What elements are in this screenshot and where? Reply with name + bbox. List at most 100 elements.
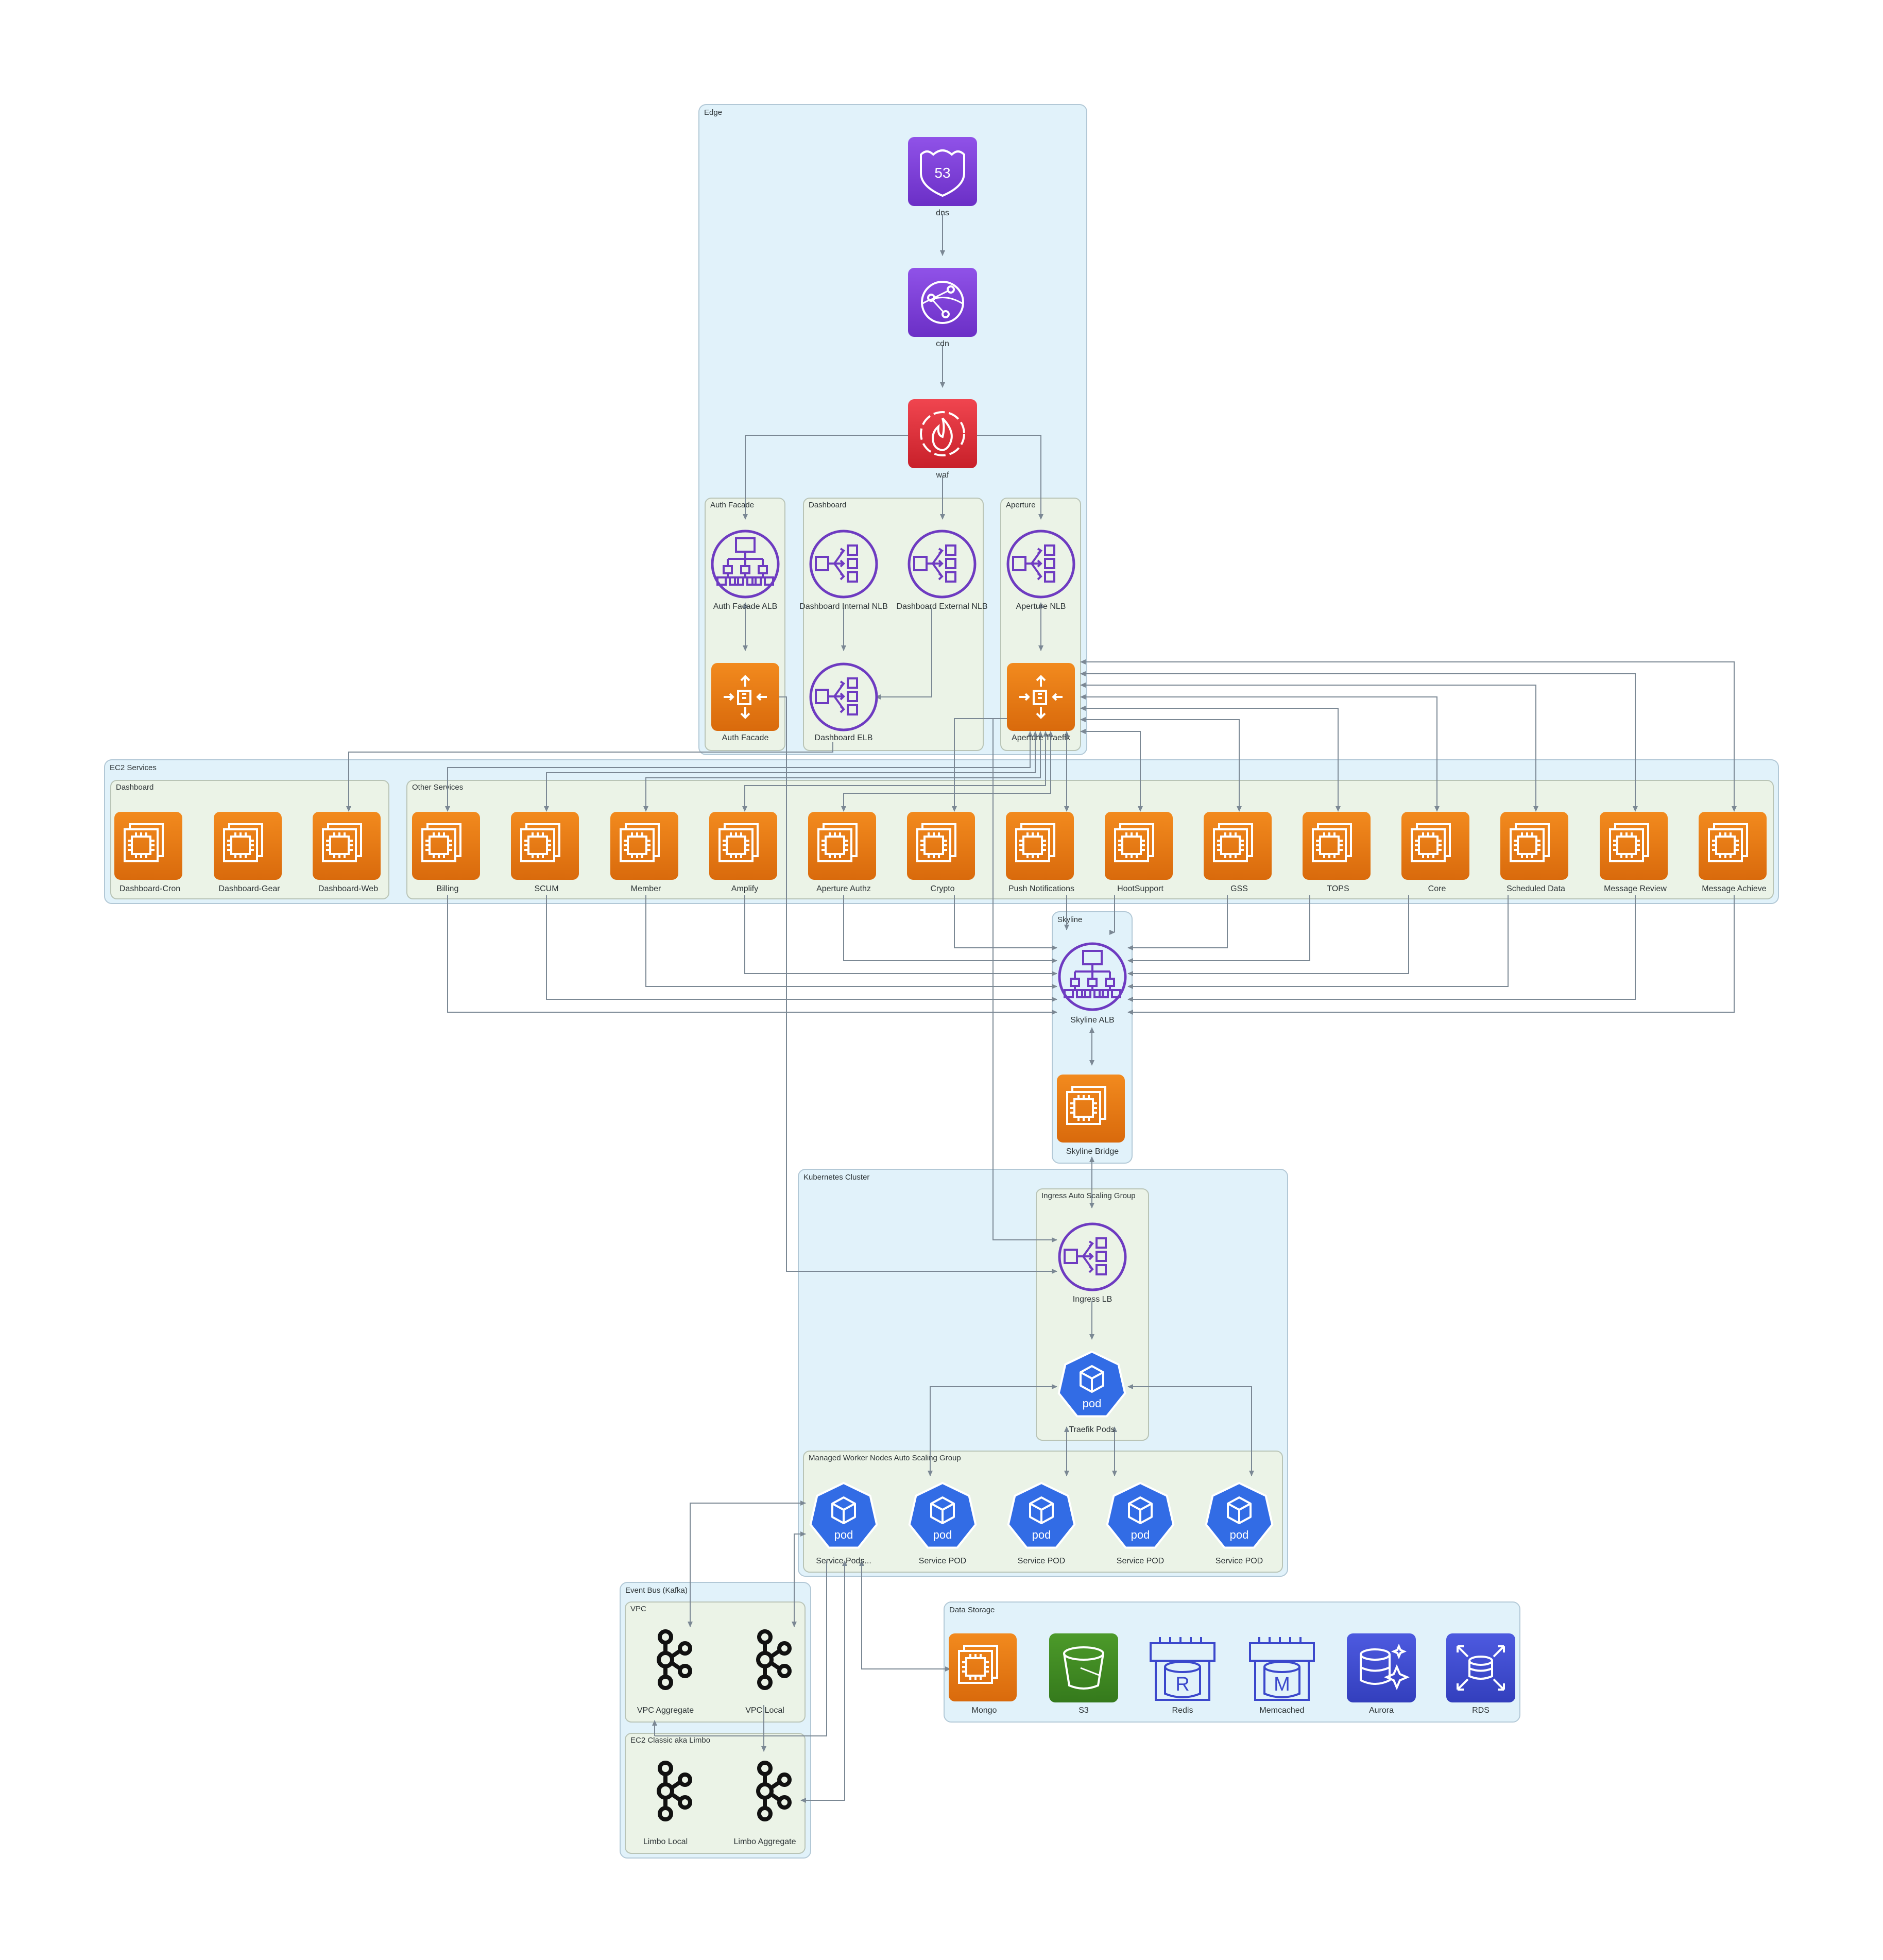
s3-bucket-icon <box>1049 1633 1118 1702</box>
aperture-nlb-label: Aperture NLB <box>1016 602 1066 611</box>
limbo-aggregate-label: Limbo Aggregate <box>734 1837 796 1846</box>
member-label: Member <box>631 884 661 893</box>
kubernetes-pod-icon: pod <box>1205 1481 1274 1549</box>
cluster-data-storage: Data Storage <box>944 1601 1520 1723</box>
service-pod-label: Service POD <box>1216 1557 1263 1565</box>
dns-node[interactable]: 53 dns <box>908 137 977 217</box>
cluster-edge: Edge <box>698 104 1087 755</box>
traefik-icon <box>1006 662 1076 732</box>
billing-node[interactable]: Billing <box>411 811 481 893</box>
dashboard-web-node[interactable]: Dashboard-Web <box>312 811 382 893</box>
auth-facade-alb-node[interactable]: Auth Facade ALB <box>712 531 778 611</box>
vpc-local-node[interactable]: VPC Local <box>745 1631 790 1715</box>
core-node[interactable]: Core <box>1400 811 1470 893</box>
scum-node[interactable]: SCUM <box>510 811 580 893</box>
dashboard-external-nlb-node[interactable]: Dashboard External NLB <box>897 531 988 611</box>
kubernetes-pod-icon: pod <box>809 1481 878 1549</box>
cluster-label-edge: Edge <box>704 108 722 117</box>
ec2-icon <box>609 811 679 881</box>
vpc-aggregate-label: VPC Aggregate <box>637 1706 694 1715</box>
aperture-authz-node[interactable]: Aperture Authz <box>807 811 877 893</box>
ec2-icon <box>1599 811 1669 881</box>
auth-facade-node[interactable]: Auth Facade <box>710 662 780 742</box>
service-pod-label: Service POD <box>1018 1557 1065 1565</box>
edge-waf-authalb <box>743 435 908 520</box>
dashboard-cron-node[interactable]: Dashboard-Cron <box>113 811 183 893</box>
cluster-label-ec2-services: EC2 Services <box>110 763 157 772</box>
pod-icon-text: pod <box>1230 1528 1249 1541</box>
aperture-traefik-label: Aperture Traefik <box>1012 734 1071 742</box>
dashboard-gear-label: Dashboard-Gear <box>218 884 280 893</box>
crypto-node[interactable]: Crypto <box>906 811 976 893</box>
pod-icon-text: pod <box>1032 1528 1051 1541</box>
cdn-node[interactable]: cdn <box>908 268 977 348</box>
message-review-node[interactable]: Message Review <box>1599 811 1669 893</box>
limbo-aggregate-node[interactable]: Limbo Aggregate <box>734 1763 796 1846</box>
ec2-icon <box>1302 811 1372 881</box>
message-achieve-label: Message Achieve <box>1702 884 1767 893</box>
hootsupport-node[interactable]: HootSupport <box>1104 811 1174 893</box>
aperture-traefik-node[interactable]: Aperture Traefik <box>1006 662 1076 742</box>
memcached-node[interactable]: M Memcached <box>1249 1637 1315 1715</box>
vpc-aggregate-node[interactable]: VPC Aggregate <box>637 1631 694 1715</box>
ec2-icon <box>807 811 877 881</box>
auth-facade-label: Auth Facade <box>722 734 769 742</box>
rds-node[interactable]: RDS <box>1446 1633 1515 1715</box>
pod-icon-text: pod <box>933 1528 952 1541</box>
gss-node[interactable]: GSS <box>1203 811 1273 893</box>
cluster-label-ingress-asg: Ingress Auto Scaling Group <box>1041 1191 1136 1200</box>
redis-letter: R <box>1175 1674 1189 1695</box>
tops-label: TOPS <box>1327 884 1349 893</box>
skyline-alb-node[interactable]: Skyline ALB <box>1059 944 1125 1025</box>
aperture-nlb-node[interactable]: Aperture NLB <box>1008 531 1074 611</box>
cluster-label-skyline: Skyline <box>1057 915 1082 924</box>
core-label: Core <box>1428 884 1446 893</box>
limbo-local-node[interactable]: Limbo Local <box>643 1763 690 1846</box>
dashboard-gear-node[interactable]: Dashboard-Gear <box>213 811 283 893</box>
amplify-label: Amplify <box>731 884 758 893</box>
memcached-letter: M <box>1274 1674 1290 1695</box>
ec2-icon <box>708 811 778 881</box>
waf-node[interactable]: waf <box>908 399 977 480</box>
s3-label: S3 <box>1079 1706 1089 1715</box>
pod-icon-text: pod <box>834 1528 853 1541</box>
skyline-alb-label: Skyline ALB <box>1070 1016 1114 1025</box>
service-pod-label: Service POD <box>1117 1557 1164 1565</box>
ec2-icon <box>312 811 382 881</box>
cluster-label-data-storage: Data Storage <box>949 1606 995 1614</box>
skyline-bridge-node[interactable]: Skyline Bridge <box>1056 1073 1126 1156</box>
traefik-icon <box>710 662 780 732</box>
ec2-icon <box>1056 1073 1126 1144</box>
ec2-icon <box>1203 811 1273 881</box>
s3-node[interactable]: S3 <box>1049 1633 1118 1715</box>
scheduled-data-node[interactable]: Scheduled Data <box>1499 811 1569 893</box>
ingress-lb-node[interactable]: Ingress LB <box>1059 1224 1125 1304</box>
cluster-label-kubernetes: Kubernetes Cluster <box>803 1173 869 1182</box>
tops-node[interactable]: TOPS <box>1302 811 1372 893</box>
kubernetes-pod-icon: pod <box>1007 1481 1076 1549</box>
amplify-node[interactable]: Amplify <box>708 811 778 893</box>
edge-dashext-dashelb <box>875 608 932 700</box>
member-node[interactable]: Member <box>609 811 679 893</box>
cluster-label-other-services: Other Services <box>412 783 463 792</box>
dashboard-internal-nlb-node[interactable]: Dashboard Internal NLB <box>799 531 888 611</box>
redis-node[interactable]: R Redis <box>1150 1637 1216 1715</box>
elasticache-memcached-icon: M <box>1249 1637 1315 1701</box>
billing-label: Billing <box>437 884 459 893</box>
aurora-node[interactable]: Aurora <box>1347 1633 1416 1715</box>
push-notifications-node[interactable]: Push Notifications <box>1005 811 1075 893</box>
cluster-label-aperture: Aperture <box>1006 501 1036 509</box>
ec2-icon <box>1005 811 1075 881</box>
mongo-node[interactable]: Mongo <box>948 1632 1018 1715</box>
dashboard-elb-node[interactable]: Dashboard ELB <box>811 664 877 742</box>
ec2-icon <box>213 811 283 881</box>
message-achieve-node[interactable]: Message Achieve <box>1698 811 1768 893</box>
scum-label: SCUM <box>534 884 558 893</box>
rds-icon <box>1446 1633 1515 1702</box>
